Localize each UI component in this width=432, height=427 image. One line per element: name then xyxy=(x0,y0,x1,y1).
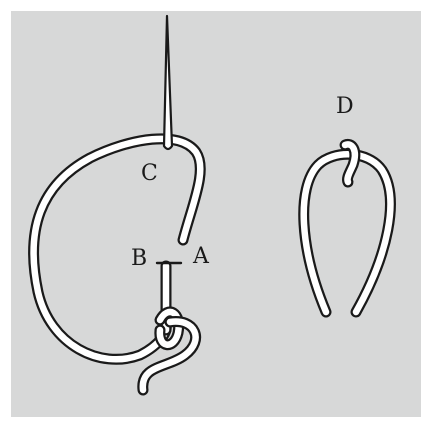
label-c: C xyxy=(141,161,158,186)
label-d: D xyxy=(336,94,354,119)
label-a: A xyxy=(192,244,210,269)
diagram-background xyxy=(11,11,421,417)
label-b: B xyxy=(131,246,147,271)
